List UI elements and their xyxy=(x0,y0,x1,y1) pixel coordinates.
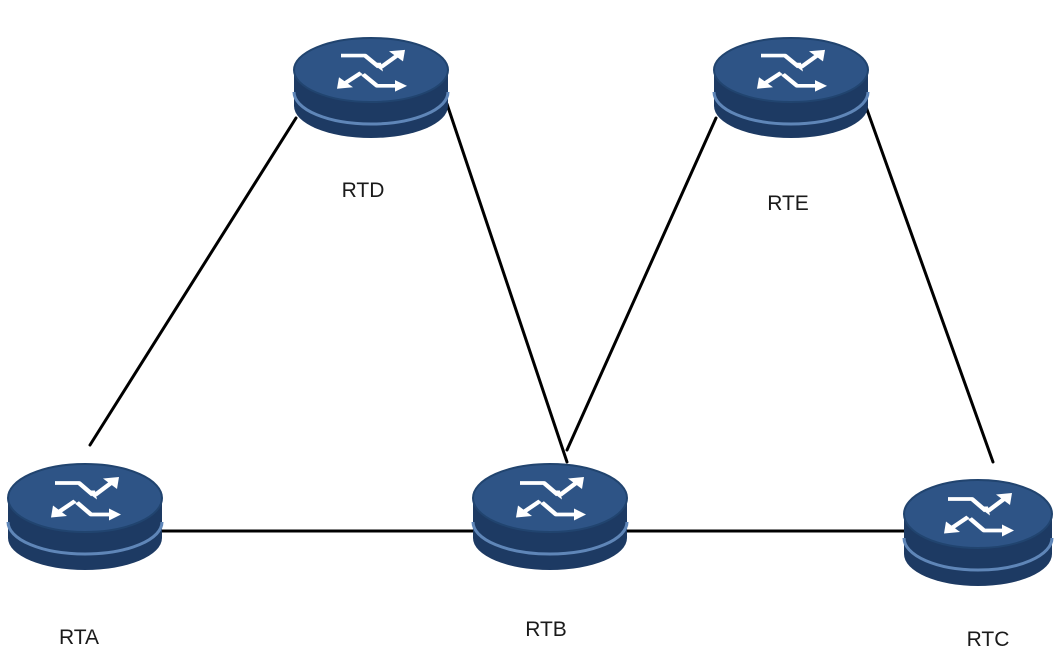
router-rtc[interactable] xyxy=(902,479,1054,586)
router-rtd[interactable] xyxy=(292,37,450,138)
router-label-rta: RTA xyxy=(59,626,99,649)
links-layer xyxy=(88,102,995,533)
router-rte[interactable] xyxy=(712,37,870,138)
router-icon xyxy=(471,463,629,570)
link-rte-rtc xyxy=(863,102,995,464)
router-label-rtb: RTB xyxy=(525,618,567,641)
link-rta-rtd xyxy=(88,116,298,447)
link-rtb-rte xyxy=(565,116,718,452)
router-rtb[interactable] xyxy=(471,463,629,570)
router-label-rte: RTE xyxy=(767,192,809,215)
router-icon xyxy=(712,37,870,138)
link-rtd-rtb xyxy=(445,102,569,464)
router-icon xyxy=(6,463,164,570)
router-icon xyxy=(902,479,1054,586)
router-rta[interactable] xyxy=(6,463,164,570)
router-label-rtc: RTC xyxy=(967,628,1010,651)
router-icon xyxy=(292,37,450,138)
router-label-rtd: RTD xyxy=(342,179,385,202)
